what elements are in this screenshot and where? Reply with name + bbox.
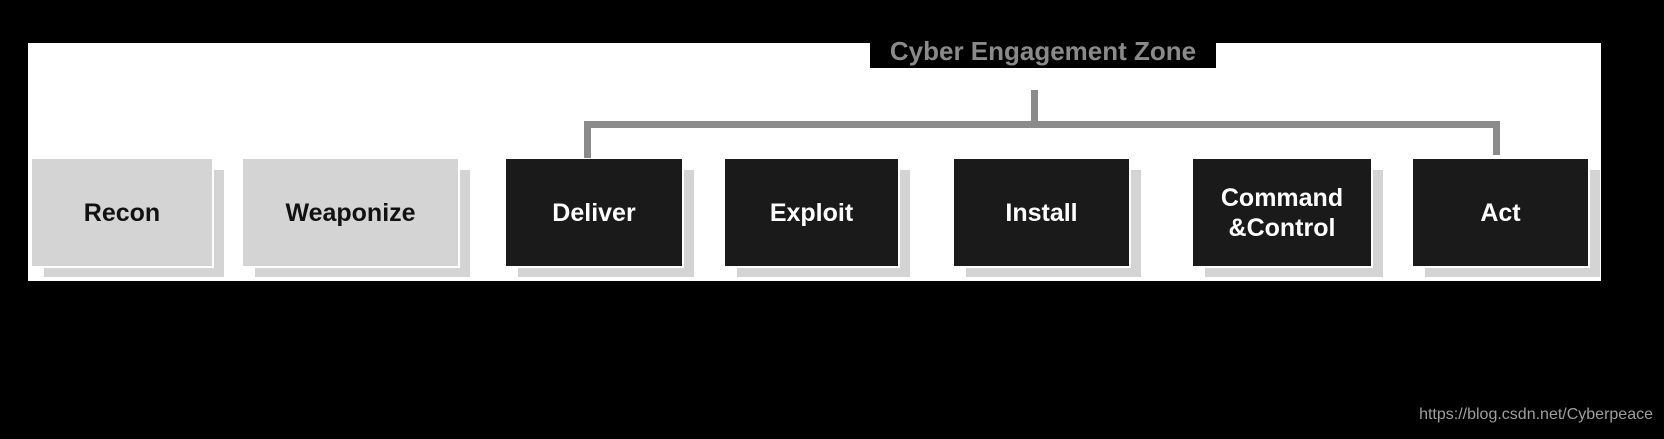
stage-label-act: Act xyxy=(1480,198,1521,227)
watermark-url: https://blog.csdn.net/Cyberpeace xyxy=(1419,406,1653,423)
stage-label-weaponize: Weaponize xyxy=(285,198,416,227)
stage-label-command-and-control: Command &Control xyxy=(1220,183,1344,242)
stage-box-install: Install xyxy=(954,159,1129,266)
stage-box-deliver: Deliver xyxy=(506,159,682,266)
stage-box-act: Act xyxy=(1413,159,1588,266)
stage-box-command-and-control: Command &Control xyxy=(1193,159,1371,266)
stage-box-recon: Recon xyxy=(32,159,212,266)
stage-box-exploit: Exploit xyxy=(725,159,898,266)
diagram-title: Cyber Engagement Zone xyxy=(870,28,1216,68)
stage-label-exploit: Exploit xyxy=(769,198,854,227)
stage-box-weaponize: Weaponize xyxy=(243,159,458,266)
bracket-right-drop-line xyxy=(1493,121,1500,155)
bracket-left-drop-line xyxy=(584,121,591,158)
stage-label-deliver: Deliver xyxy=(552,198,636,227)
stage-label-recon: Recon xyxy=(83,198,161,227)
stage-label-install: Install xyxy=(1005,198,1078,227)
bracket-horizontal-line xyxy=(584,121,1500,128)
bracket-center-stub-line xyxy=(1031,90,1038,121)
